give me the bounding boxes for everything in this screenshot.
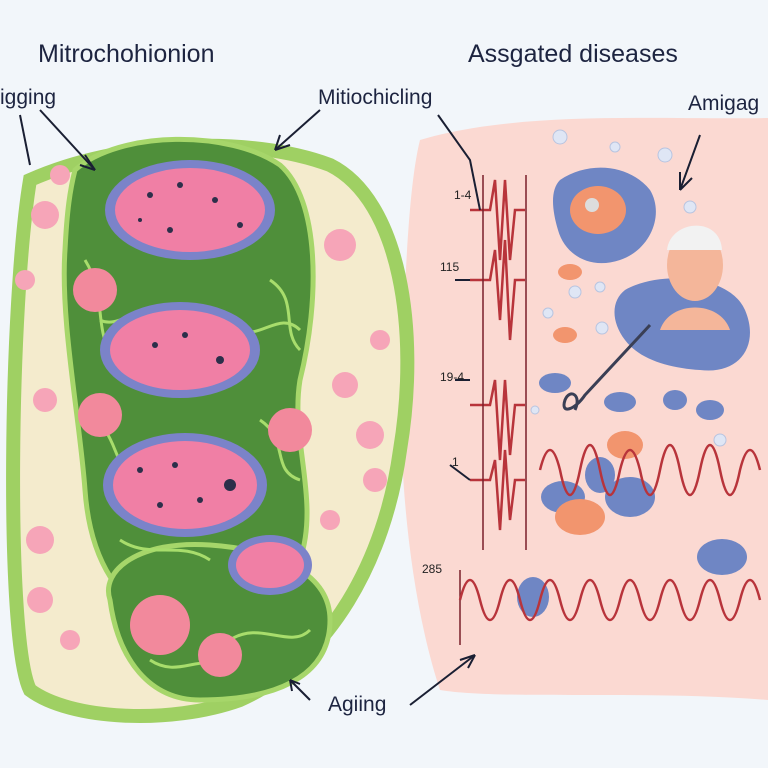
tick-label: 115 — [440, 260, 460, 274]
bubbles — [530, 129, 727, 447]
label-igging: igging — [0, 86, 57, 109]
probe-instrument — [562, 323, 652, 411]
left-title: Mitrochohionion — [38, 40, 215, 68]
organelles — [73, 268, 312, 677]
label-agiing: Agiing — [328, 693, 387, 716]
tick-label: 19-4 — [440, 370, 465, 384]
tick-label: 1-4 — [454, 188, 472, 202]
nucleus-1 — [105, 160, 275, 260]
vesicles — [15, 165, 390, 650]
nucleus-4 — [228, 535, 312, 595]
nucleus-2 — [100, 302, 260, 398]
signal-waveform-bottom — [458, 444, 762, 622]
cell-blob-top — [553, 167, 656, 264]
label-amigag: Amigag — [688, 92, 760, 115]
nucleus-3 — [103, 433, 267, 537]
tick-label: 285 — [422, 562, 443, 576]
signal-axes — [459, 175, 527, 645]
blue-capsules — [517, 373, 747, 617]
callout-arrows — [19, 109, 701, 706]
elderly-person-blob — [614, 225, 750, 371]
signal-waveform-1 — [470, 179, 525, 531]
tick-label: 1 — [452, 455, 459, 469]
right-title: Assgated diseases — [468, 40, 678, 68]
label-mitiochicling: Mitiochicling — [318, 86, 433, 109]
nucleus-speckles — [137, 182, 243, 508]
